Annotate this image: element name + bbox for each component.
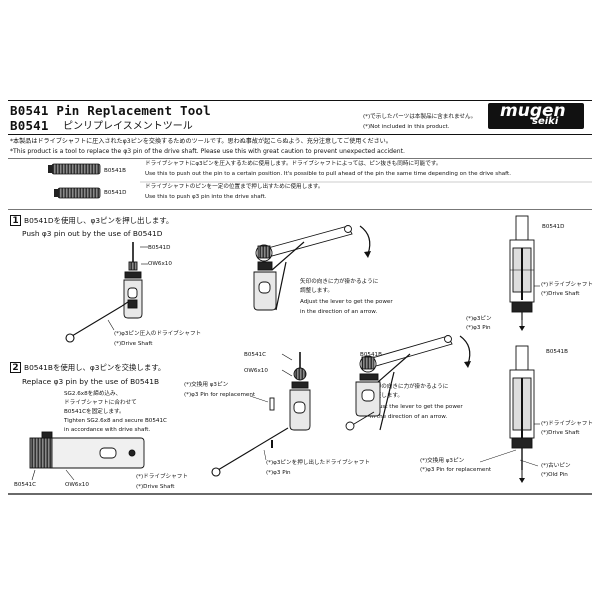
lever2-note-jp-2: 調整します。	[370, 393, 404, 399]
label-ow6x10: OW6x10	[148, 261, 172, 267]
instr-jp-3: B0541Cを固定します。	[64, 409, 125, 415]
b0541b-tool-icon	[48, 163, 101, 175]
mugen-seiki-logo: mugen seiki	[488, 101, 584, 129]
label-pin-en: (*)φ3 Pin	[466, 325, 491, 331]
label-shaft-en: (*)Drive Shaft	[114, 341, 153, 347]
not-included-note-jp: (*)で示したパーツは本製品に含まれません。	[363, 114, 477, 120]
instr-en-2: in accordance with drive shaft.	[64, 427, 151, 433]
label-pushed-jp: (*)φ3ピンを押し出したドライブシャフト	[266, 460, 370, 466]
label-oldpin-en: (*)Old Pin	[541, 472, 568, 478]
lever-note-jp-1: 矢印の向きに力が掛かるように	[300, 279, 379, 285]
part-desc-jp: ドライブシャフトのピンを一定の位置まで押し出すために使用します。	[145, 184, 324, 190]
step2-heading-en: Replace φ3 pin by the use of B0541B	[22, 377, 160, 386]
part-desc-en: Use this to push out the pin to a certai…	[145, 171, 512, 177]
not-included-note-en: (*)Not included in this product.	[363, 124, 450, 130]
header-top-rule	[8, 100, 592, 101]
step1-rotation-arrow	[359, 225, 371, 255]
label-b0541b-right: B0541B	[546, 349, 568, 355]
instr-jp-2: ドライブシャフトに合わせて	[64, 400, 137, 406]
label-newpin-r-jp: (*)交換用 φ3ピン	[420, 458, 465, 464]
part-desc-jp: ドライブシャフトにφ3ピンを圧入するために使用します。ドライブシャフトによっては…	[145, 161, 442, 167]
step2-heading-text: B0541Bを使用し、φ3ピンを交換します。	[24, 363, 166, 372]
logo-seiki: seiki	[532, 116, 559, 127]
label-ds-r-jp: (*)ドライブシャフト	[541, 421, 593, 427]
part-desc-en: Use this to push φ3 pin into the drive s…	[145, 194, 267, 200]
label-ds-en: (*)Drive Shaft	[541, 291, 580, 297]
label-ds-jp-left: (*)ドライブシャフト	[136, 474, 188, 480]
label-b0541d-right: B0541D	[542, 224, 565, 230]
b0541d-tool-icon	[54, 187, 101, 199]
step1-pin-arrowhead	[519, 326, 525, 331]
label-newpin-jp: (*)交換用 φ3ピン	[184, 382, 229, 388]
step2-pin-arrowhead	[519, 478, 525, 483]
step2-mid-tool	[281, 352, 311, 431]
step2-pushed-shaft	[211, 427, 289, 477]
label-b0541c-left: B0541C	[14, 482, 36, 488]
step1-heading-text: B0541Dを使用し、φ3ピンを押し出します。	[24, 216, 174, 225]
label-newpin-en: (*)φ3 Pin for replacement	[184, 392, 256, 398]
step2-new-pin	[249, 395, 275, 411]
label-ds-r-en: (*)Drive Shaft	[541, 430, 580, 436]
lever-note-jp-2: 調整します。	[300, 288, 334, 294]
label-pushed-en: (*)φ3 Pin	[266, 470, 291, 476]
label-b0541d: B0541D	[148, 245, 171, 251]
logo-mugen: mugen	[500, 101, 566, 121]
step1-cross-section	[509, 215, 540, 320]
part-code: B0541D	[104, 190, 127, 196]
label-b0541b-top: B0541B	[360, 352, 382, 358]
label-pin-jp: (*)φ3ピン	[466, 316, 492, 322]
header-bottom-rule	[8, 134, 592, 135]
step1-rotation-arrowhead	[364, 251, 371, 258]
intro-en: *This product is a tool to replace the φ…	[10, 148, 405, 155]
label-newpin-r-en: (*)φ3 Pin for replacement	[420, 467, 492, 473]
lever-note-en-2: in the direction of an arrow.	[300, 309, 378, 315]
step-number: 1	[10, 215, 21, 226]
lever2-note-jp-1: 矢印の向きに力が掛かるように	[370, 384, 449, 390]
label-oldpin-jp: (*)古いピン	[541, 463, 571, 469]
step1-drive-shaft	[65, 301, 129, 343]
step1-lever-assembly	[253, 225, 353, 311]
label-ow6x10-mid: OW6x10	[244, 368, 268, 374]
label-ds-en-left: (*)Drive Shaft	[136, 484, 175, 490]
intro-jp: *本製品はドライブシャフトに圧入されたφ3ピンを交換するためのツールです。思わぬ…	[10, 138, 392, 145]
part-code: B0541B	[104, 168, 126, 174]
product-code: B0541	[10, 118, 49, 133]
step1-heading-en: Push φ3 pin out by the use of B0541D	[22, 229, 163, 238]
lever2-note-en-1: Adjust the lever to get the power	[370, 404, 463, 410]
lever-note-en-1: Adjust the lever to get the power	[300, 299, 393, 305]
step1-tool-assembly	[123, 242, 148, 319]
lever2-note-en-2: in the direction of an arrow.	[370, 414, 448, 420]
product-title-jp: ピンリプレイスメントツール	[63, 121, 193, 132]
step2-cross-section	[479, 345, 540, 470]
instr-en-1: Tighten SG2.6x8 and secure B0541C	[64, 418, 167, 424]
label-b0541c-mid: B0541C	[244, 352, 266, 358]
label-ds-jp: (*)ドライブシャフト	[541, 282, 593, 288]
step-number: 2	[10, 362, 21, 373]
parts-box	[8, 158, 592, 210]
instr-jp-1: SG2.6x8を締め込み、	[64, 391, 122, 397]
step2-holder-b0541c	[29, 431, 145, 481]
label-ow6x10-left: OW6x10	[65, 482, 89, 488]
label-shaft-jp: (*)φ3ピン圧入のドライブシャフト	[114, 331, 202, 337]
product-title-en: B0541 Pin Replacement Tool	[10, 103, 211, 118]
step2-lever-assembly	[345, 335, 453, 431]
step2-rotation-arrow	[459, 335, 471, 365]
step2-rotation-arrowhead	[464, 361, 471, 368]
